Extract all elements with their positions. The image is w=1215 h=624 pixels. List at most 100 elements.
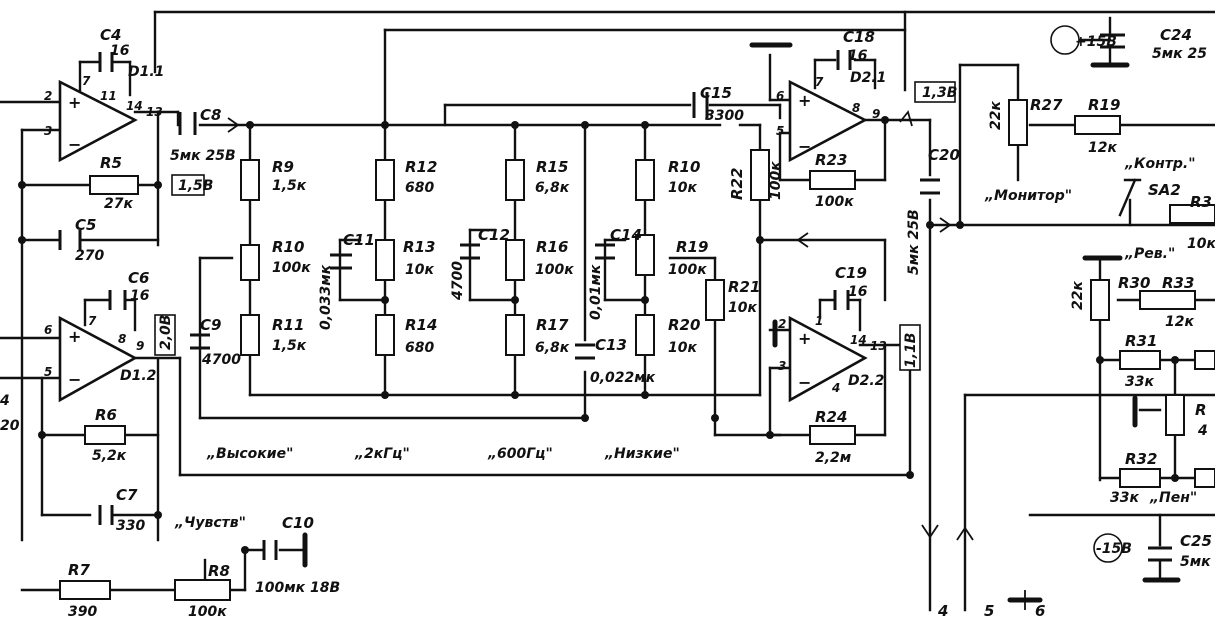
- r7-value: 390: [68, 604, 97, 620]
- svg-text:−: −: [68, 370, 81, 389]
- r6-ref: R6: [95, 406, 117, 424]
- c19-ref: C19: [835, 264, 867, 282]
- pin-d2-1-8: 8: [852, 101, 860, 115]
- resistors: [59, 99, 1215, 601]
- r15-value: 6,8к: [535, 180, 570, 196]
- c10-value: 100мк 18В: [255, 580, 340, 596]
- r12-ref: R12: [405, 158, 437, 176]
- c4-ref: C4: [100, 26, 121, 44]
- c12-ref: C12: [478, 226, 510, 244]
- pin-numbers: 2 3 7 11 14 13 6 5 7 8 9 6 5 7 8 9 2 3 1…: [44, 74, 887, 395]
- c11-ref: C11: [343, 231, 375, 249]
- pin-d1-1-2: 2: [44, 89, 52, 103]
- r18-ref: R10: [668, 158, 700, 176]
- pin-d1-2-9: 9: [136, 339, 144, 353]
- r-partial-value: 4: [1197, 423, 1208, 439]
- label-rev: „Рев.": [1124, 246, 1175, 262]
- connector-4: 4: [937, 602, 948, 620]
- r32-ref: R32: [1125, 450, 1157, 468]
- c9-ref: C9: [200, 316, 221, 334]
- r22-ref: R22: [728, 168, 746, 200]
- r21-value: 10к: [728, 300, 757, 316]
- r19-value: 100к: [668, 262, 707, 278]
- r23-value: 100к: [815, 194, 854, 210]
- pin-d2-1-6: 6: [776, 89, 784, 103]
- pin-d1-1-3: 3: [44, 124, 52, 138]
- c12-value: 4700: [450, 261, 466, 301]
- label-pen: „Пен": [1149, 490, 1197, 506]
- r20-value: 10к: [668, 340, 697, 356]
- c9-value: 4700: [201, 352, 241, 368]
- pin-d2-2-4: 4: [831, 381, 840, 395]
- sa2-ref: SA2: [1148, 181, 1181, 199]
- r7-ref: R7: [68, 561, 91, 579]
- capacitors: [58, 33, 1172, 565]
- r17-value: 6,8к: [535, 340, 570, 356]
- pin-d1-1-7: 7: [82, 74, 91, 88]
- c25-ref: C25: [1180, 532, 1212, 550]
- label-600hz: „600Гц": [487, 446, 553, 462]
- pin-d1-1-11: 11: [100, 89, 117, 103]
- r33-partial-ref: R3: [1190, 193, 1212, 211]
- c18-value: 16: [848, 48, 868, 64]
- label-sens: „Чувств": [174, 515, 246, 531]
- c10-ref: C10: [282, 514, 314, 532]
- r19b-ref: R19: [1088, 96, 1120, 114]
- voltage-1-5: 1,5В: [178, 178, 213, 194]
- label-monitor: „Монитор": [984, 188, 1072, 204]
- r10-value: 100к: [272, 260, 311, 276]
- band-labels: „Высокие" „2кГц" „600Гц" „Низкие": [206, 446, 680, 462]
- c13-value: 0,022мк: [590, 370, 656, 386]
- signal-arrows: [227, 110, 974, 541]
- svg-text:−: −: [798, 137, 811, 156]
- r16-value: 100к: [535, 262, 574, 278]
- voltage-plus-15: +15В: [1075, 34, 1117, 50]
- c18-ref: C18: [843, 28, 875, 46]
- opamp-d2-2: + −: [788, 315, 868, 403]
- connector-5: 5: [984, 602, 994, 620]
- r27-ref: R27: [1030, 96, 1063, 114]
- svg-text:−: −: [798, 373, 811, 392]
- r8-value: 100к: [188, 604, 227, 620]
- pin-d2-2-2: 2: [778, 317, 786, 331]
- voltage-2-0: 2,0В: [158, 315, 174, 350]
- r19-ref: R19: [676, 238, 708, 256]
- r19b-value: 12к: [1088, 140, 1117, 156]
- voltage-1-1: 1,1В: [903, 333, 919, 368]
- r12-value: 680: [405, 180, 434, 196]
- svg-text:+: +: [798, 91, 811, 110]
- c15-value: 3300: [705, 108, 744, 124]
- c15-ref: C15: [700, 84, 732, 102]
- d2-1-ref: D2.1: [850, 70, 886, 86]
- c6-ref: C6: [128, 269, 149, 287]
- c7-value: 330: [116, 518, 145, 534]
- r27-value: 22к: [988, 101, 1004, 130]
- connector-6: 6: [1035, 602, 1045, 620]
- r11-ref: R11: [272, 316, 304, 334]
- r5-value: 27к: [104, 196, 133, 212]
- voltage-boxes: [154, 25, 1123, 563]
- r14-ref: R14: [405, 316, 437, 334]
- label-low: „Низкие": [604, 446, 680, 462]
- c8-value: 5мк 25В: [170, 148, 236, 164]
- r13-value: 10к: [405, 262, 434, 278]
- c5-ref: C5: [75, 216, 96, 234]
- c14-value: 0,01мк: [588, 264, 604, 320]
- component-labels: C4 16 D1.1 R5 27к 1,5В C5 270 C8 5мк 25В…: [0, 26, 1215, 620]
- pin-d2-1-7: 7: [815, 75, 824, 89]
- r6-value: 5,2к: [92, 448, 127, 464]
- c13-ref: C13: [595, 336, 627, 354]
- r18-value: 10к: [668, 180, 697, 196]
- r11-value: 1,5к: [272, 338, 307, 354]
- pin-d2-2-14: 14: [850, 333, 867, 347]
- r33-partial-value: 10к: [1187, 236, 1215, 252]
- r31-ref: R31: [1125, 332, 1157, 350]
- r10-ref: R10: [272, 238, 304, 256]
- pin-d2-1-5: 5: [776, 124, 784, 138]
- c5-value: 270: [75, 248, 104, 264]
- pin-d1-1-13: 13: [146, 105, 163, 119]
- d1-1-ref: D1.1: [128, 64, 164, 80]
- c14-ref: C14: [610, 226, 642, 244]
- r17-ref: R17: [536, 316, 569, 334]
